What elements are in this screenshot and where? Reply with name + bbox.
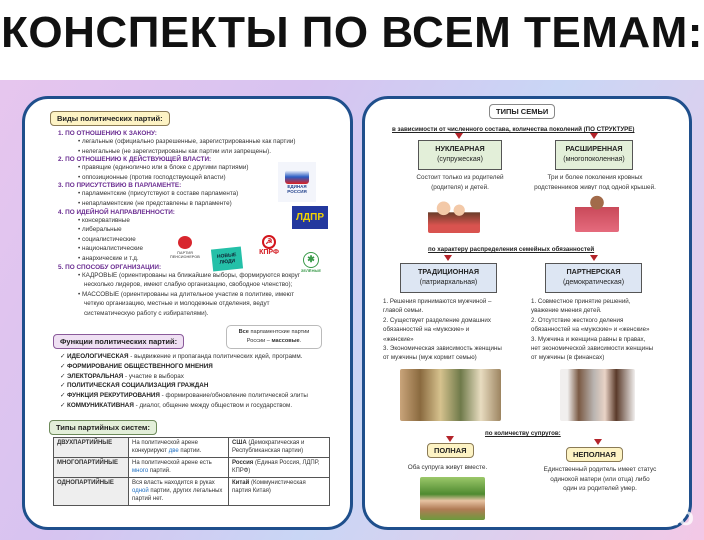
banner-title: КОНСПЕКТЫ ПО ВСЕМ ТЕМАМ: <box>1 8 703 57</box>
duties-caption: по характеру распределения семейных обяз… <box>428 246 595 253</box>
list-item: • националистические <box>78 245 144 253</box>
function-item: ✓ ПОЛИТИЧЕСКАЯ СОЦИАЛИЗАЦИЯ ГРАЖДАН <box>60 382 209 390</box>
family-title: ТИПЫ СЕМЬИ <box>489 104 556 119</box>
arrow-icon <box>446 436 454 442</box>
arrow-icon <box>590 255 598 261</box>
logo-new-people: НОВЫЕ ЛЮДИ <box>210 246 244 272</box>
table-row: ОДНОПАРТИЙНЫЕ Вся власть находится в рук… <box>53 476 330 506</box>
extended-family-illustration <box>575 190 619 232</box>
list-item: • нелегальные (не зарегистрированы как п… <box>78 147 271 155</box>
party-systems-table: ДВУХПАРТИЙНЫЕ На политической арене конк… <box>53 437 330 506</box>
list-item: • либеральные <box>78 226 122 234</box>
logo-pensioners: ПАРТИЯ ПЕНСИОНЕРОВ <box>168 232 202 262</box>
arrow-icon <box>444 255 452 261</box>
section-title: 4. ПО ИДЕЙНОЙ НАПРАВЛЕННОСТИ: <box>58 208 175 216</box>
list-item: • парламентские (присутствуют в составе … <box>78 190 239 198</box>
list-item: • КАДРОВЫЕ (ориентированы на ближайшие в… <box>78 271 301 279</box>
arrow-icon <box>594 439 602 445</box>
section-title: 1. ПО ОТНОШЕНИЮ К ЗАКОНУ: <box>58 130 157 137</box>
functions-heading: Функции политических партий: <box>53 334 185 349</box>
functions-list: ✓ ИДЕОЛОГИЧЕСКАЯ - выдвижение и пропаган… <box>60 352 308 411</box>
logo-greens: ✱ЗЕЛЁНЫЕ <box>300 251 322 273</box>
traditional-list: 1. Решения принимаются мужчиной –главой … <box>383 298 502 362</box>
systems-heading: Типы партийных систем: <box>49 420 157 435</box>
list-item: • анархические и т.д. <box>78 254 139 262</box>
table-row: ДВУХПАРТИЙНЫЕ На политической арене конк… <box>53 437 330 458</box>
list-item: • непарламентские (не представлены в пар… <box>78 199 232 207</box>
full-family-image <box>420 477 485 520</box>
structure-caption: в зависимости от численного состава, кол… <box>392 126 635 133</box>
partner-box: ПАРТНЕРСКАЯ(демократическая) <box>545 263 642 293</box>
function-item: ✓ ФОРМИРОВАНИЕ ОБЩЕСТВЕННОГО МНЕНИЯ <box>60 362 213 370</box>
nuclear-family-illustration <box>428 195 480 233</box>
family-types-sheet <box>362 96 692 530</box>
types-heading: Виды политических партий: <box>50 111 170 126</box>
function-item: ✓ КОММУНИКАТИВНАЯ - диалог, общение межд… <box>60 401 293 409</box>
traditional-box: ТРАДИЦИОННАЯ(патриархальная) <box>400 263 497 293</box>
list-item: • МАССОВЫЕ (ориентированы на длительное … <box>78 290 295 298</box>
full-family-box: ПОЛНАЯ <box>427 443 474 458</box>
partner-family-image <box>560 369 635 421</box>
function-item: ✓ ФУНКЦИЯ РЕКРУТИРОВАНИЯ - формирование/… <box>60 392 308 400</box>
table-row: МНОГОПАРТИЙНЫЕ На политической арене ест… <box>53 456 330 478</box>
section-title: 2. ПО ОТНОШЕНИЮ К ДЕЙСТВУЮЩЕЙ ВЛАСТИ: <box>58 156 212 164</box>
list-item: • правящие (единолично или в блоке с дру… <box>78 164 249 172</box>
list-item: • легальные (официально разрешенные, зар… <box>78 138 296 145</box>
section-title: 5. ПО СПОСОБУ ОРГАНИЗАЦИИ: <box>58 263 162 271</box>
list-item: • оппозиционные (против господствующей в… <box>78 173 226 181</box>
section-title: 3. ПО ПРИСУТСТВИЮ В ПАРЛАМЕНТЕ: <box>58 182 182 190</box>
nuclear-box: НУКЛЕАРНАЯ(супружеская) <box>418 140 502 170</box>
logo-kprf: ☭КПРФ <box>259 234 279 256</box>
logo-united-russia: ЕДИНАЯ РОССИЯ <box>278 162 316 202</box>
arrow-icon <box>455 133 463 139</box>
title-banner <box>0 0 704 80</box>
list-item: несколько лидеров, имеют слабую организа… <box>84 281 293 289</box>
avito-watermark: ●●Avito <box>604 501 694 531</box>
nuclear-desc: Состоит только из родителей(родителя) и … <box>416 174 504 191</box>
function-item: ✓ ЭЛЕКТОРАЛЬНАЯ - участие в выборах <box>60 372 184 380</box>
partner-list: 1. Совместное принятие решений,уважение … <box>531 298 654 362</box>
spouses-caption: по количеству супругов: <box>485 430 561 437</box>
list-item: • социалистические <box>78 235 136 243</box>
extended-box: РАСШИРЕННАЯ(многопоколенная) <box>555 140 633 170</box>
full-family-desc: Оба супруга живут вместе. <box>407 464 488 471</box>
party-types-list: 1. ПО ОТНОШЕНИЮ К ЗАКОНУ: • легальные (о… <box>58 130 300 319</box>
avito-logo-icon: ●● <box>604 506 626 526</box>
logo-ldpr: ЛДПР <box>292 206 328 229</box>
list-item: четкую организацию, местные и молодежные… <box>84 300 270 308</box>
arrow-icon <box>590 133 598 139</box>
list-item: • консервативные <box>78 216 130 224</box>
function-item: ✓ ИДЕОЛОГИЧЕСКАЯ - выдвижение и пропаган… <box>60 353 303 360</box>
incomplete-family-box: НЕПОЛНАЯ <box>566 447 623 462</box>
traditional-family-image <box>400 369 501 421</box>
list-item: систематическую работу с избирателями). <box>84 309 209 317</box>
